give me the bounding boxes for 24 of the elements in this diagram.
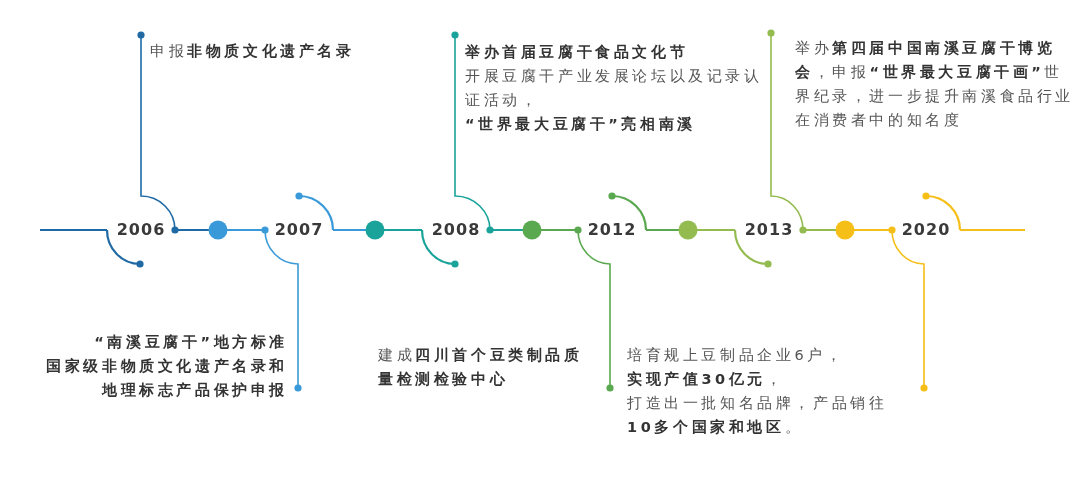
- year-label: 2007: [265, 218, 333, 242]
- event-description: 举办第四届中国南溪豆腐干博览会，申报“世界最大豆腐干画”世界纪录，进一步提升南溪食品行业在消费者中的知名度: [795, 39, 1075, 130]
- event-description: 举办首届豆腐干食品文化节: [465, 43, 690, 62]
- event-description: 地理标志产品保护申报: [100, 381, 288, 400]
- year-label: 2013: [735, 218, 803, 242]
- year-label: 2008: [422, 218, 490, 242]
- event-description: “南溪豆腐干”地方标准: [93, 333, 288, 352]
- year-label: 2006: [107, 218, 175, 242]
- event-description: “世界最大豆腐干”亮相南溪: [465, 115, 697, 134]
- event-description: 打造出一批知名品牌，产品销往10多个国家和地区。: [627, 394, 889, 437]
- timeline-connector: [888, 226, 928, 392]
- event-description: 国家级非物质文化遗产名录和: [45, 357, 288, 376]
- event-description: 开展豆腐干产业发展论坛以及记录认证活动，: [465, 67, 764, 110]
- timeline-connector: [574, 226, 614, 392]
- event-description: 建成四川首个豆类制品质量检测检验中心: [378, 346, 584, 389]
- year-label: 2020: [892, 218, 960, 242]
- event-description: 培育规上豆制品企业6户，: [627, 346, 846, 365]
- event-description: 申报非物质文化遗产名录: [150, 42, 356, 61]
- timeline-connector: [451, 31, 494, 234]
- timeline-connector: [137, 31, 179, 234]
- timeline-connector: [767, 29, 807, 234]
- event-description: 实现产值30亿元，: [627, 370, 786, 389]
- timeline-connector: [261, 226, 302, 392]
- year-label: 2012: [578, 218, 646, 242]
